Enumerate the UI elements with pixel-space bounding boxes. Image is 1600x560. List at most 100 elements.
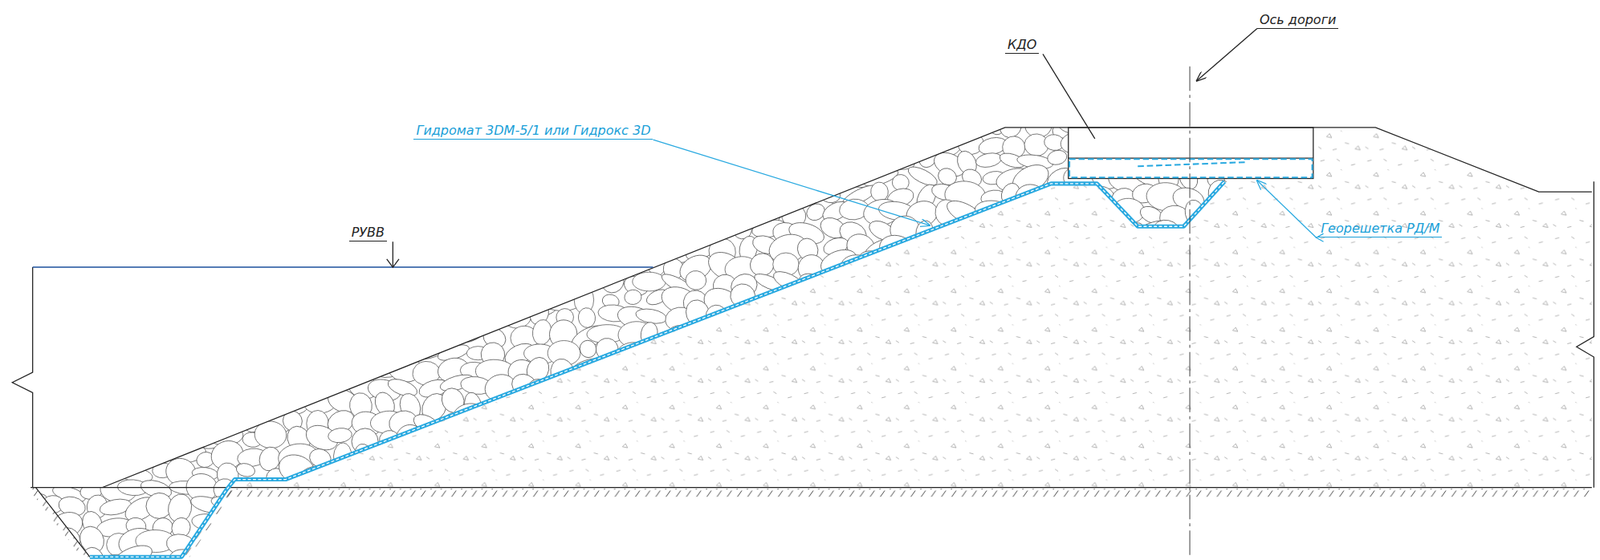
stone	[439, 549, 471, 560]
stone	[1157, 525, 1185, 554]
stone	[814, 126, 860, 167]
stone	[306, 237, 329, 252]
stone	[19, 271, 41, 294]
stone	[859, 441, 903, 473]
stone	[189, 194, 220, 227]
stone	[119, 182, 156, 208]
stone	[209, 390, 244, 416]
stone	[170, 236, 201, 262]
stone	[840, 531, 872, 557]
stone	[1171, 545, 1214, 560]
stone	[612, 390, 644, 423]
stone	[1111, 233, 1140, 259]
stone	[162, 430, 199, 454]
stone	[1022, 287, 1056, 319]
stone	[729, 371, 759, 401]
stone	[1217, 215, 1254, 244]
stone	[861, 374, 896, 399]
stone	[212, 529, 236, 550]
stone	[364, 530, 398, 550]
stone	[434, 283, 471, 310]
stone	[272, 541, 316, 560]
stone	[232, 150, 258, 170]
stone	[553, 215, 583, 245]
stone	[325, 144, 347, 173]
stone	[257, 389, 284, 416]
stone	[28, 148, 62, 179]
stone	[321, 184, 351, 208]
stone	[125, 355, 151, 377]
stone	[66, 158, 110, 196]
stone	[523, 173, 565, 211]
stone	[1090, 398, 1125, 415]
stone	[504, 168, 537, 186]
stone	[1214, 390, 1255, 418]
stone	[771, 423, 807, 452]
stone	[524, 460, 564, 494]
stone	[405, 227, 448, 263]
stone	[838, 551, 865, 560]
stone	[803, 131, 827, 159]
stone	[694, 462, 713, 488]
stone	[1107, 548, 1136, 560]
stone	[9, 196, 49, 227]
stone	[881, 448, 923, 467]
stone	[659, 423, 687, 452]
stone	[1192, 333, 1238, 370]
stone	[572, 222, 610, 242]
stone	[236, 219, 269, 245]
stone	[435, 241, 461, 257]
stone	[836, 385, 883, 424]
stone	[789, 314, 827, 347]
stone	[419, 441, 446, 468]
stone	[842, 355, 875, 376]
stone	[954, 378, 978, 403]
stone	[1118, 428, 1143, 456]
stone	[1111, 129, 1138, 158]
stone	[865, 150, 897, 176]
stone	[149, 207, 169, 224]
stone	[912, 371, 945, 405]
stone	[210, 321, 243, 353]
stone	[975, 430, 999, 456]
stone	[1128, 234, 1164, 262]
stone	[659, 219, 696, 249]
stone	[975, 533, 1015, 559]
stone	[3, 404, 40, 432]
stone	[318, 318, 363, 355]
stone	[1090, 320, 1124, 346]
stone	[634, 374, 672, 401]
stone	[1111, 373, 1137, 401]
stone	[370, 299, 406, 330]
stone	[301, 144, 337, 171]
stone	[521, 443, 560, 472]
stone	[970, 512, 1005, 537]
stone	[1090, 256, 1119, 281]
stone	[346, 158, 386, 191]
stone	[408, 313, 454, 353]
stone	[1195, 402, 1238, 438]
stone	[1219, 506, 1262, 538]
stone	[596, 407, 629, 436]
stone	[1017, 426, 1047, 445]
stone	[951, 389, 986, 424]
stone	[1104, 109, 1138, 143]
stone	[152, 268, 179, 294]
stone	[812, 509, 853, 543]
stone	[909, 359, 933, 385]
stone	[658, 131, 689, 158]
stone	[393, 240, 424, 264]
stone	[93, 406, 131, 437]
stone	[189, 406, 222, 433]
stone	[994, 309, 1026, 333]
stone	[948, 301, 980, 327]
stone	[478, 512, 513, 543]
stone	[249, 163, 285, 186]
stone	[1085, 301, 1128, 330]
stone	[818, 374, 853, 401]
stone	[1184, 461, 1208, 488]
stone	[563, 423, 607, 462]
stone	[1155, 302, 1189, 338]
stone	[501, 301, 533, 330]
stone	[816, 299, 850, 331]
